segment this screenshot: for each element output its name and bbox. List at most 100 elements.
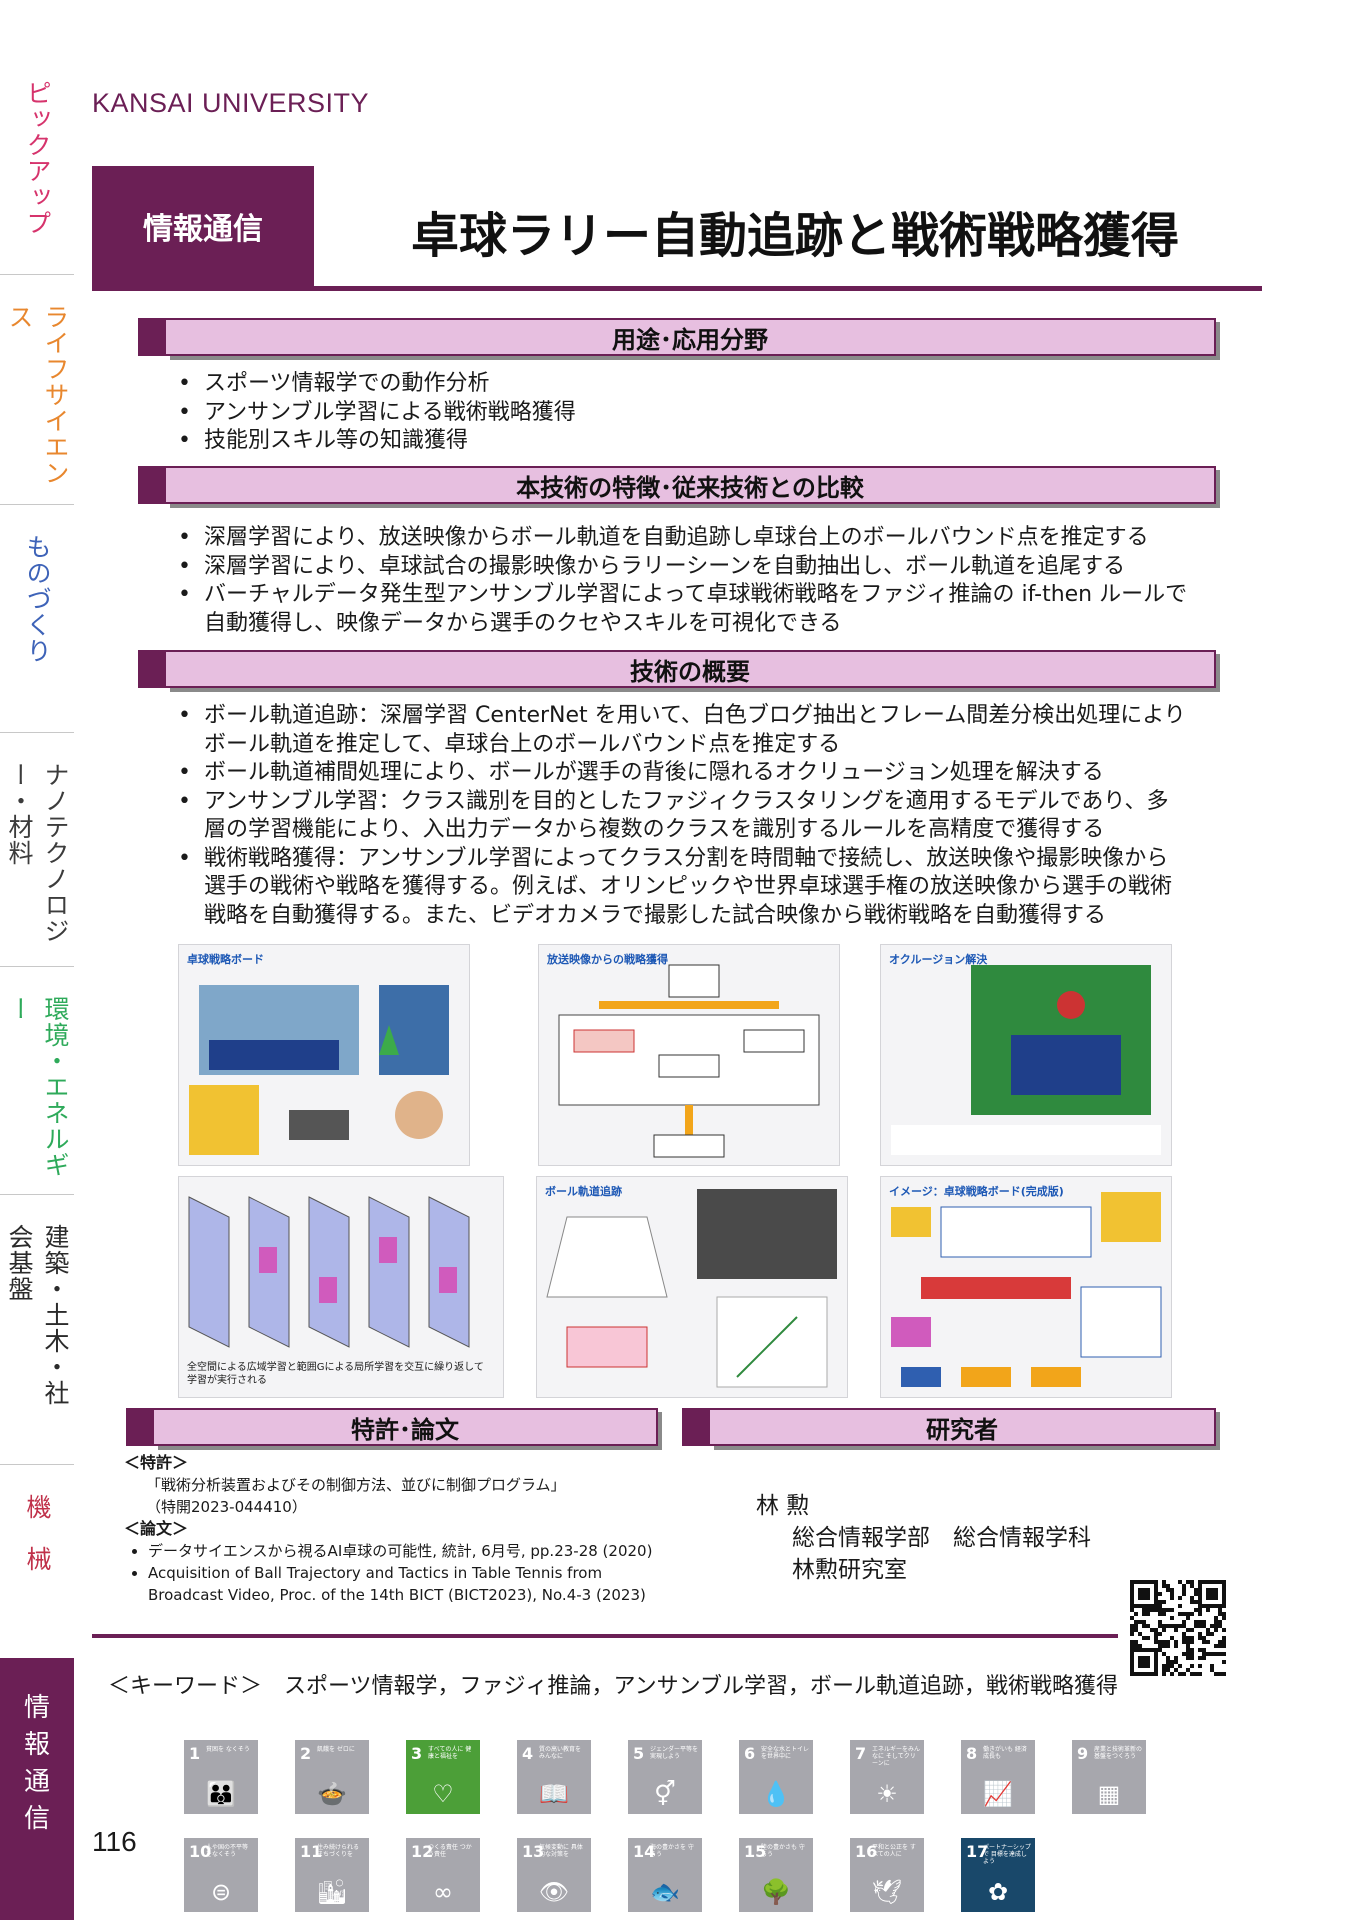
figure-learning-layers: 全空間による広域学習と範囲Gによる局所学習を交互に繰り返して学習が実行される	[178, 1176, 504, 1398]
usage-item: スポーツ情報学での動作分析	[168, 370, 1228, 399]
qr-code-icon[interactable]	[1130, 1580, 1226, 1676]
sdg-title: 安全な水とトイレ を世界中に	[761, 1746, 810, 1760]
patents-block: ＜特許＞ 「戦術分析装置およびその制御方法、並びに制御プログラム」 （特開202…	[124, 1452, 664, 1606]
side-index-item[interactable]: ナノテクノロジー・材料	[5, 762, 70, 944]
sdg-number: 5	[633, 1744, 645, 1763]
side-index-separator	[0, 1194, 74, 1195]
side-index-item[interactable]: ものづくり	[23, 534, 52, 664]
side-index-separator	[0, 1464, 74, 1465]
overview-item: アンサンブル学習：クラス識別を目的としたファジィクラスタリングを適用するモデルで…	[168, 788, 1188, 845]
sdg-title: パートナーシップで 目標を達成しよう	[983, 1844, 1031, 1865]
sdg-goal-1-icon: 1 貧困を なくそう 👪	[184, 1740, 258, 1814]
sdg-goal-7-icon: 7 エネルギーをみんなに そしてクリーンに ☀	[850, 1740, 924, 1814]
sdg-number: 11	[300, 1842, 323, 1861]
figure-strategy-board-label: 卓球戦略ボード	[187, 953, 264, 966]
usage-item: 技能別スキル等の知識獲得	[168, 427, 1228, 456]
sdg-symbol-icon: ☀	[876, 1780, 898, 1808]
sdg-symbol-icon: ⚥	[654, 1780, 676, 1808]
figure-learning-layers-note: 全空間による広域学習と範囲Gによる局所学習を交互に繰り返して学習が実行される	[187, 1362, 484, 1386]
usage-list: スポーツ情報学での動作分析アンサンブル学習による戦術戦略獲得技能別スキル等の知識…	[168, 370, 1228, 456]
figure-broadcast-strategy: 放送映像からの戦略獲得	[538, 944, 840, 1166]
side-index-active-char: 情	[23, 1693, 50, 1723]
figure-occlusion: オクルージョン解決	[880, 944, 1172, 1166]
patent-heading: ＜特許＞	[124, 1453, 189, 1472]
sdg-symbol-icon: 📖	[539, 1780, 569, 1808]
sdg-title: 貧困を なくそう	[206, 1746, 250, 1753]
figure-strategy-board-final: イメージ：卓球戦略ボード(完成版)	[880, 1176, 1172, 1398]
features-list: 深層学習により、放送映像からボール軌道を自動追跡し卓球台上のボールバウンド点を推…	[168, 524, 1188, 638]
sdg-title: 海の豊かさを 守ろう	[650, 1844, 694, 1858]
sdg-symbol-icon: 📈	[983, 1780, 1013, 1808]
sdg-title: 住み続けられる まちづくりを	[317, 1844, 360, 1858]
title-rule	[92, 286, 1262, 291]
section-researcher-header: 研究者	[682, 1408, 1216, 1446]
bottom-rule	[92, 1634, 1118, 1638]
feature-item: バーチャルデータ発生型アンサンブル学習によって卓球戦術戦略をファジィ推論の if…	[168, 581, 1188, 638]
side-index-item[interactable]: ライフサイエンス	[5, 304, 70, 486]
sdg-title: 産業と技術革新の 基盤をつくろう	[1094, 1746, 1143, 1760]
sdg-number: 14	[633, 1842, 656, 1861]
strategy-board-illustration	[189, 985, 449, 1155]
sdg-symbol-icon: 👁	[538, 1878, 570, 1906]
side-index-separator	[0, 966, 74, 967]
sdg-symbol-icon: 🍲	[317, 1780, 347, 1808]
paper-heading: ＜論文＞	[124, 1519, 189, 1538]
sdg-symbol-icon: 🌳	[761, 1878, 791, 1906]
sdg-number: 7	[855, 1744, 867, 1763]
keywords: ＜キーワード＞ スポーツ情報学，ファジィ推論，アンサンブル学習，ボール軌道追跡，…	[108, 1674, 1119, 1699]
sdg-symbol-icon: 🐟	[650, 1878, 680, 1906]
sdg-number: 17	[966, 1842, 989, 1861]
side-index: ピックアップライフサイエンスものづくりナノテクノロジー・材料環境・エネルギー建築…	[0, 0, 74, 1920]
researcher-block: 林 勲 総合情報学部 総合情報学科 林勲研究室	[756, 1490, 1091, 1586]
sdg-number: 10	[189, 1842, 212, 1861]
feature-item: 深層学習により、卓球試合の撮影映像からラリーシーンを自動抽出し、ボール軌道を追尾…	[168, 553, 1188, 582]
overview-item: 戦術戦略獲得：アンサンブル学習によってクラス分割を時間軸で接続し、放送映像や撮影…	[168, 845, 1188, 931]
sdg-title: つくる責任 つかう責任	[428, 1844, 472, 1858]
university-name: KANSAI UNIVERSITY	[92, 88, 370, 118]
section-overview-header: 技術の概要	[138, 650, 1216, 688]
side-index-item[interactable]: 機 械	[23, 1494, 52, 1572]
section-features-header: 本技術の特徴･従来技術との比較	[138, 466, 1216, 504]
broadcast-strategy-diagram	[558, 964, 820, 1158]
figure-occlusion-label: オクルージョン解決	[889, 953, 988, 966]
sdg-symbol-icon: ♡	[432, 1780, 454, 1808]
side-index-separator	[0, 274, 74, 275]
category-label: 情報通信	[92, 166, 314, 286]
sdg-number: 13	[522, 1842, 545, 1861]
figure-ball-tracking: ボール軌道追跡	[536, 1176, 848, 1398]
sdg-number: 15	[744, 1842, 767, 1861]
strategy-board-final-diagram	[891, 1192, 1162, 1387]
researcher-name: 林 勲	[756, 1493, 810, 1519]
sdg-number: 16	[855, 1842, 878, 1861]
sdg-title: 働きがいも 経済成長も	[983, 1746, 1027, 1760]
side-index-item[interactable]: ピックアップ	[23, 80, 52, 236]
sdg-symbol-icon: 👪	[206, 1780, 236, 1808]
side-index-item[interactable]: 環境・エネルギー	[5, 996, 70, 1178]
sdg-number: 1	[189, 1744, 201, 1763]
sdg-title: 質の高い教育を みんなに	[539, 1746, 582, 1760]
sdg-goal-4-icon: 4 質の高い教育を みんなに 📖	[517, 1740, 591, 1814]
side-index-active-char: 報	[23, 1730, 50, 1760]
sdg-title: 陸の豊かさも 守ろう	[761, 1844, 805, 1858]
side-index-item[interactable]: 建築・土木・社会基盤	[5, 1224, 70, 1406]
side-index-active	[0, 1658, 74, 1920]
figure-ball-tracking-label: ボール軌道追跡	[545, 1185, 622, 1198]
sdg-title: エネルギーをみんなに そしてクリーンに	[872, 1746, 921, 1767]
side-index-separator	[0, 732, 74, 733]
figure-strategy-board-final-label: イメージ：卓球戦略ボード(完成版)	[889, 1185, 1064, 1198]
sdg-number: 4	[522, 1744, 534, 1763]
side-index-active-char: 通	[23, 1767, 50, 1797]
sdg-title: 人や国の不平等 をなくそう	[206, 1844, 249, 1858]
patent-title: 「戦術分析装置およびその制御方法、並びに制御プログラム」	[146, 1476, 566, 1494]
sdg-number: 12	[411, 1842, 434, 1861]
sdg-number: 9	[1077, 1744, 1089, 1763]
sdg-number: 3	[411, 1744, 423, 1763]
